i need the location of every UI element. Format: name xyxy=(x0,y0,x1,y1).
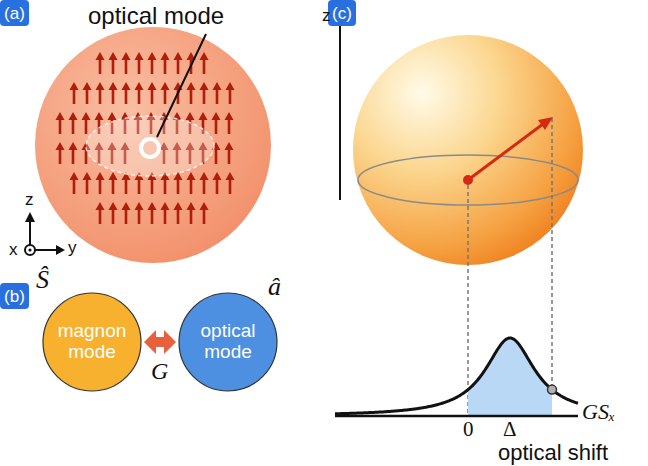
panel-letter: (a) xyxy=(4,5,25,22)
baseline xyxy=(335,415,578,418)
curve-point xyxy=(548,385,557,394)
spin-arrows xyxy=(56,52,235,224)
panel-letter: (c) xyxy=(332,5,352,22)
operator-symbol: Ŝ⃗ xyxy=(36,262,69,298)
axis-label: x xyxy=(9,240,18,260)
optical-mode-circle: optical mode xyxy=(178,292,278,392)
coupling-label: G xyxy=(151,358,168,386)
magnon-mode-circle: magnon mode xyxy=(42,292,142,392)
tick-label: Δ xyxy=(503,418,517,441)
magnet-sphere xyxy=(35,27,271,263)
panel-badge: (a) xyxy=(0,0,29,26)
axis-label: z xyxy=(25,190,34,210)
axis-label: z xyxy=(322,6,331,26)
axes-a xyxy=(25,212,65,255)
axis-title: optical shift xyxy=(498,441,608,464)
leader-line xyxy=(157,34,206,137)
callout-label: optical mode xyxy=(88,2,224,30)
axis-label: GSₓ xyxy=(582,400,615,424)
axis-label: y xyxy=(68,238,77,258)
z-axis-c xyxy=(335,4,345,200)
panel-letter: (b) xyxy=(4,288,25,305)
projection-line xyxy=(551,118,553,388)
panel-badge: (b) xyxy=(0,283,29,309)
tick-label: 0 xyxy=(463,418,474,441)
lorentzian-curve xyxy=(335,338,578,414)
optical-ring xyxy=(141,139,159,157)
operator-symbol: â xyxy=(268,270,281,304)
spin-vector xyxy=(463,117,553,185)
mode-region xyxy=(86,116,214,176)
mode-name: optical mode xyxy=(186,321,270,363)
projection-line xyxy=(467,185,469,416)
panel-badge: (c) xyxy=(328,0,356,26)
equator xyxy=(358,155,578,205)
coupling-arrow xyxy=(144,330,176,354)
mode-name: magnon mode xyxy=(50,321,134,363)
